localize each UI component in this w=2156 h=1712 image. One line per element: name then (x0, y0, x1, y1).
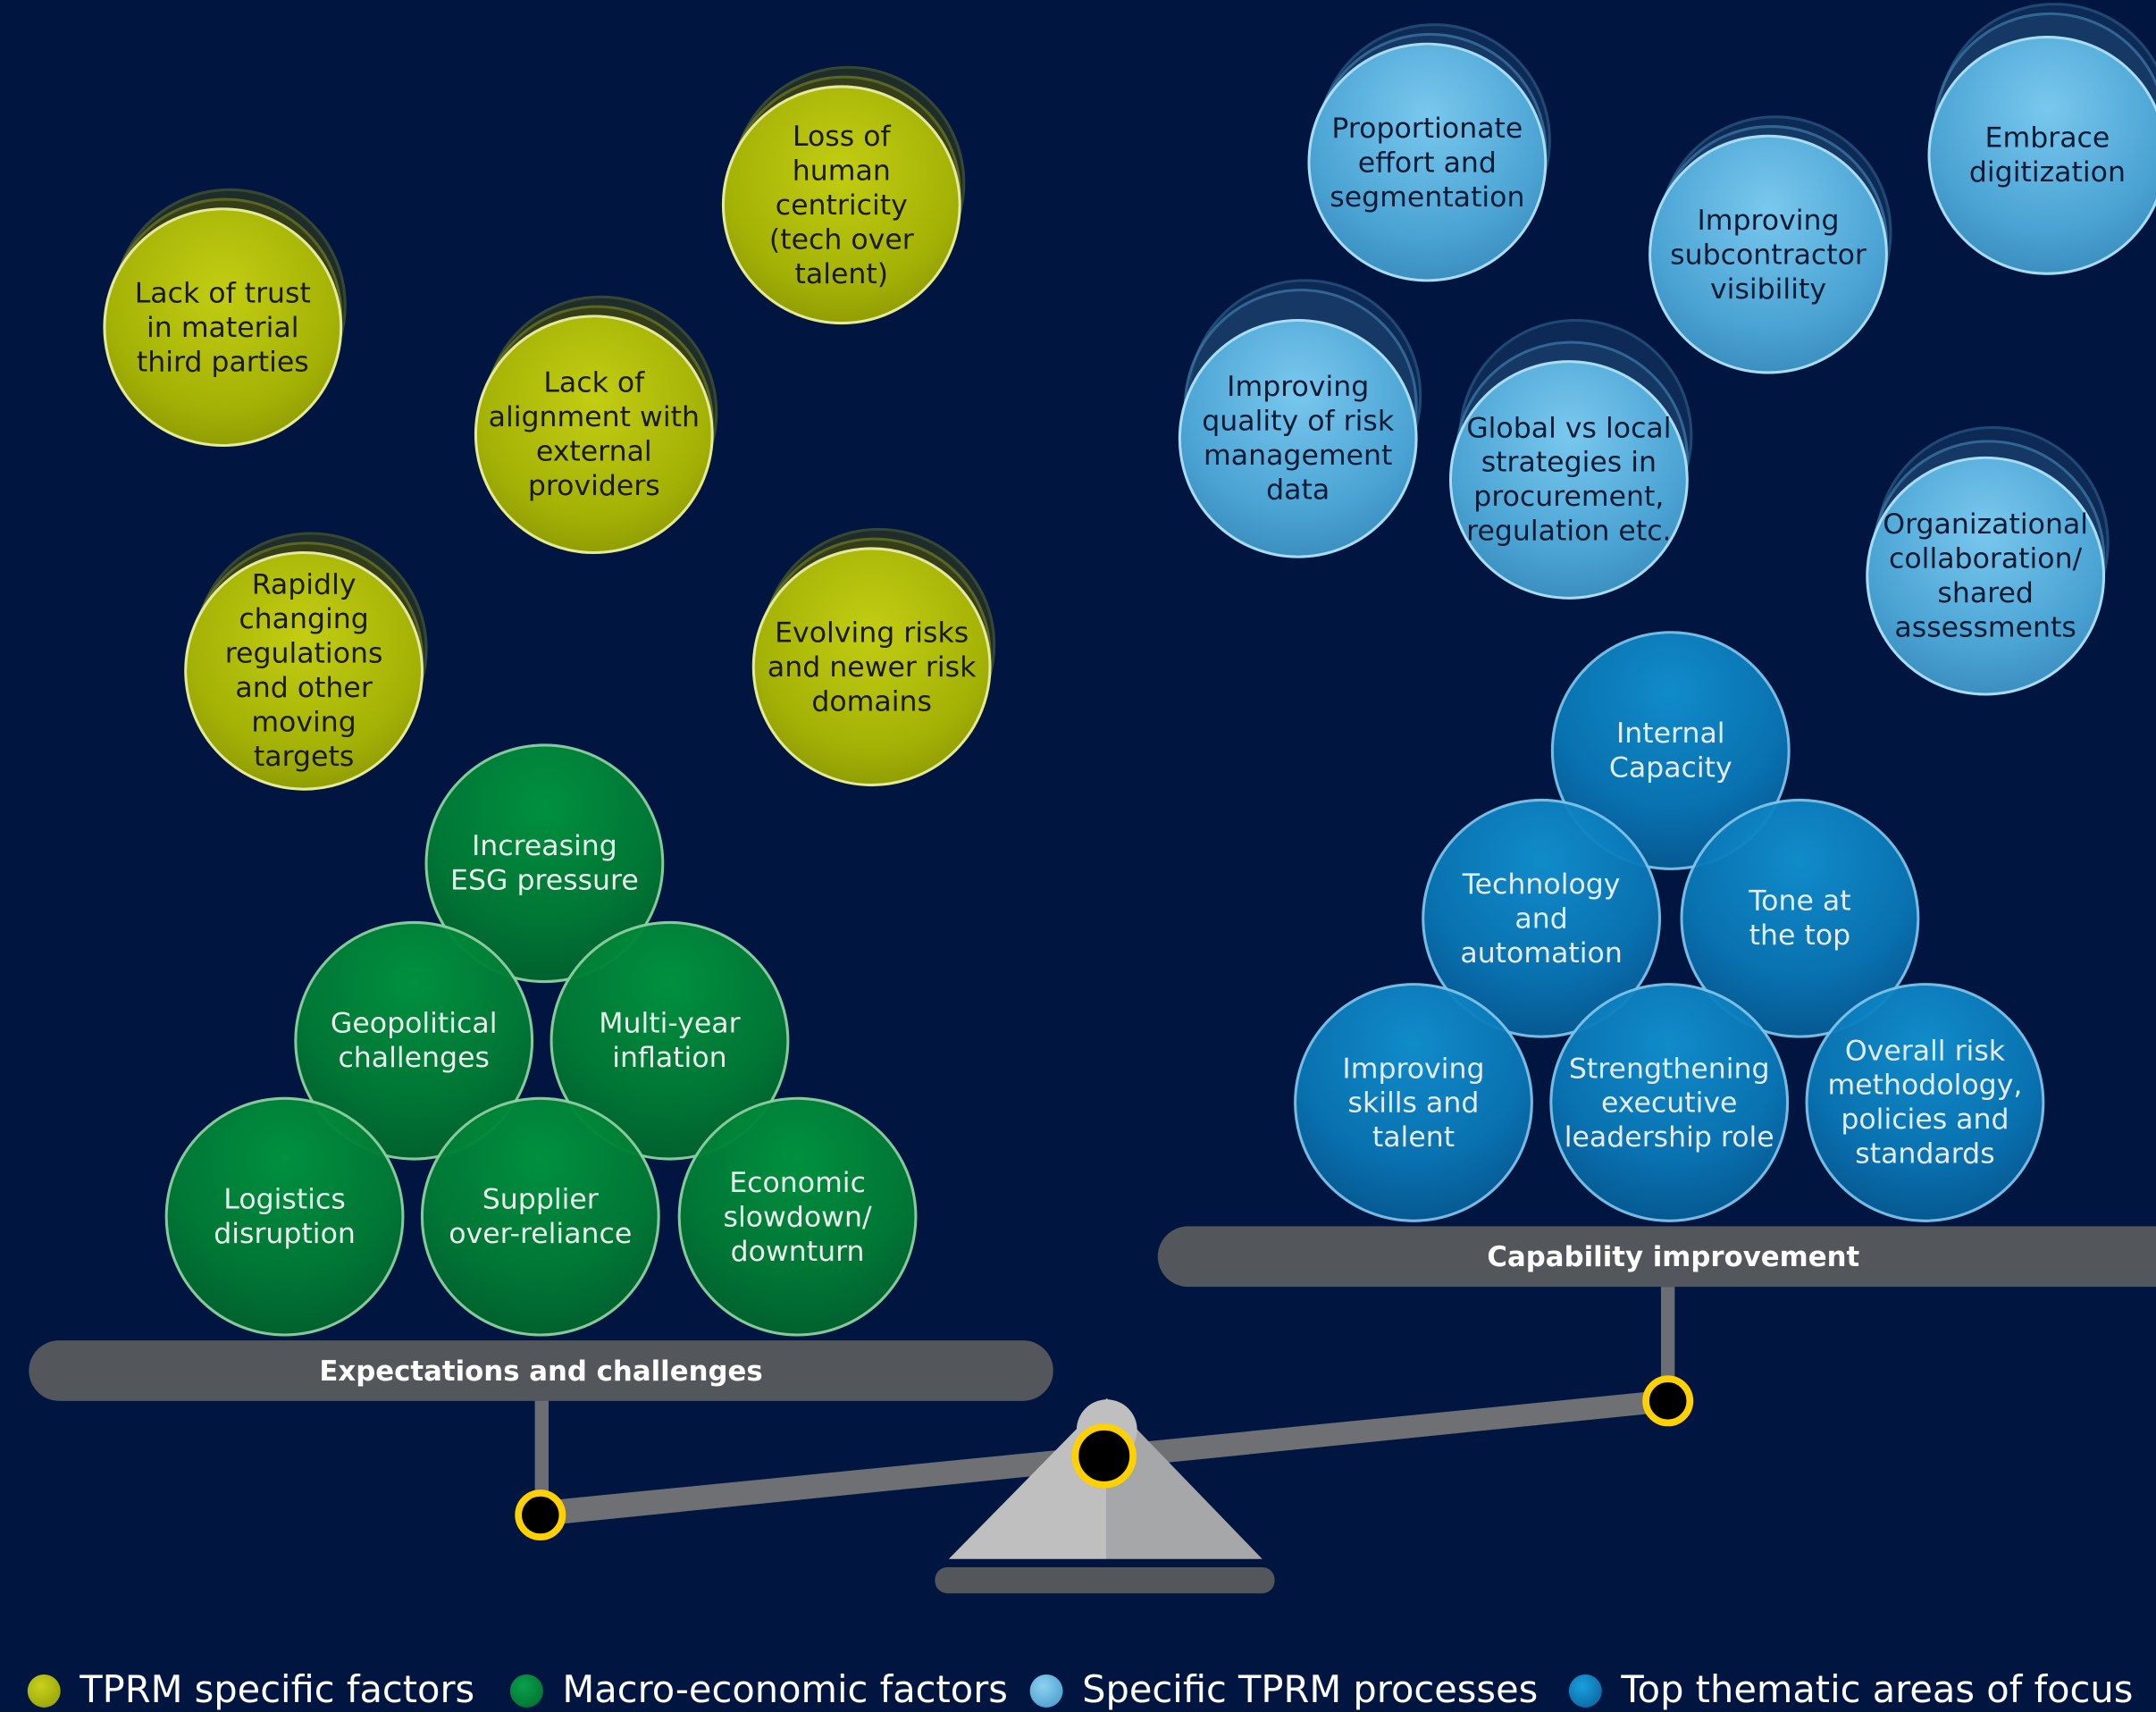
left-hinge-ring (515, 1490, 566, 1541)
legend: TPRM specific factors Macro-economic fac… (0, 1661, 2156, 1712)
right-hanger-rod (1660, 1287, 1675, 1400)
lime-dot-icon (27, 1674, 61, 1708)
blue-dot-icon (1568, 1674, 1602, 1708)
left-pan-label: Expectations and challenges (319, 1354, 763, 1388)
tprm-specific-bubble: Rapidly changing regulations and other m… (184, 550, 424, 791)
thematic-area-bubble: Improving skills and talent (1294, 983, 1533, 1222)
macro-economic-bubble: Logistics disruption (164, 1096, 405, 1337)
legend-item-specific-processes: Specific TPRM processes (1029, 1669, 1538, 1712)
scale-stand-left (948, 1397, 1107, 1559)
bubble-label: Organizational collaboration/ shared ass… (1883, 507, 2089, 644)
pivot-ring (1071, 1423, 1137, 1489)
bubble-label: Tone at the top (1749, 884, 1851, 952)
bubble-label: Loss of human centricity (tech over tale… (768, 119, 914, 290)
scale-base (935, 1567, 1275, 1594)
bubble-label: Lack of alignment with external provider… (488, 365, 700, 502)
bubble-label: Evolving risks and newer risk domains (767, 615, 977, 718)
bubble-label: Improving quality of risk management dat… (1202, 369, 1395, 507)
bubble-label: Global vs local strategies in procuremen… (1466, 411, 1672, 548)
thematic-area-bubble: Overall risk methodology, policies and s… (1805, 983, 2045, 1222)
specific-process-bubble: Improving subcontractor visibility (1648, 134, 1888, 374)
tprm-specific-bubble: Lack of alignment with external provider… (474, 315, 714, 555)
thematic-area-bubble: Technology and automation (1422, 798, 1661, 1038)
tprm-specific-bubble: Lack of trust in material third parties (103, 207, 343, 448)
sky-dot-icon (1029, 1674, 1063, 1708)
specific-process-bubble: Global vs local strategies in procuremen… (1449, 360, 1689, 600)
bubble-label: Increasing ESG pressure (450, 828, 639, 897)
specific-process-bubble: Proportionate effort and segmentation (1307, 42, 1548, 282)
macro-economic-bubble: Supplier over-reliance (420, 1096, 660, 1337)
bubble-label: Internal Capacity (1608, 716, 1732, 785)
legend-item-thematic-areas: Top thematic areas of focus (1568, 1669, 2133, 1712)
left-hanger-rod (534, 1399, 549, 1515)
bubble-label: Embrace digitization (1968, 121, 2126, 189)
right-pan-label: Capability improvement (1487, 1239, 1860, 1273)
bubble-label: Strengthening executive leadership role (1564, 1051, 1774, 1154)
legend-item-tprm-specific: TPRM specific factors (27, 1669, 474, 1712)
bubble-label: Rapidly changing regulations and other m… (224, 567, 383, 773)
macro-economic-bubble: Economic slowdown/ downturn (677, 1096, 918, 1337)
bubble-label: Proportionate effort and segmentation (1330, 110, 1525, 213)
thematic-area-bubble: Strengthening executive leadership role (1549, 983, 1790, 1222)
left-pan-bar: Expectations and challenges (29, 1340, 1053, 1401)
bubble-label: Improving subcontractor visibility (1670, 202, 1867, 305)
bubble-label: Technology and automation (1460, 867, 1623, 969)
right-pan-bar: Capability improvement (1157, 1226, 2156, 1288)
legend-item-macro-economic: Macro-economic factors (509, 1669, 1008, 1712)
bubble-label: Logistics disruption (214, 1182, 356, 1250)
bubble-label: Geopolitical challenges (330, 1006, 498, 1074)
specific-process-bubble: Organizational collaboration/ shared ass… (1866, 456, 2106, 696)
bubble-label: Economic slowdown/ downturn (723, 1164, 872, 1267)
specific-process-bubble: Embrace digitization (1927, 36, 2156, 275)
bubble-label: Supplier over-reliance (449, 1182, 633, 1250)
bubble-label: Overall risk methodology, policies and s… (1827, 1034, 2023, 1171)
bubble-label: Multi-year inflation (599, 1006, 741, 1074)
right-hinge-ring (1642, 1375, 1694, 1427)
bubble-label: Lack of trust in material third parties (134, 275, 311, 378)
bubble-label: Improving skills and talent (1342, 1051, 1485, 1154)
tprm-specific-bubble: Evolving risks and newer risk domains (751, 547, 992, 787)
thematic-area-bubble: Tone at the top (1680, 798, 1920, 1038)
specific-process-bubble: Improving quality of risk management dat… (1178, 318, 1418, 558)
green-dot-icon (509, 1674, 543, 1708)
tprm-specific-bubble: Loss of human centricity (tech over tale… (721, 85, 961, 325)
